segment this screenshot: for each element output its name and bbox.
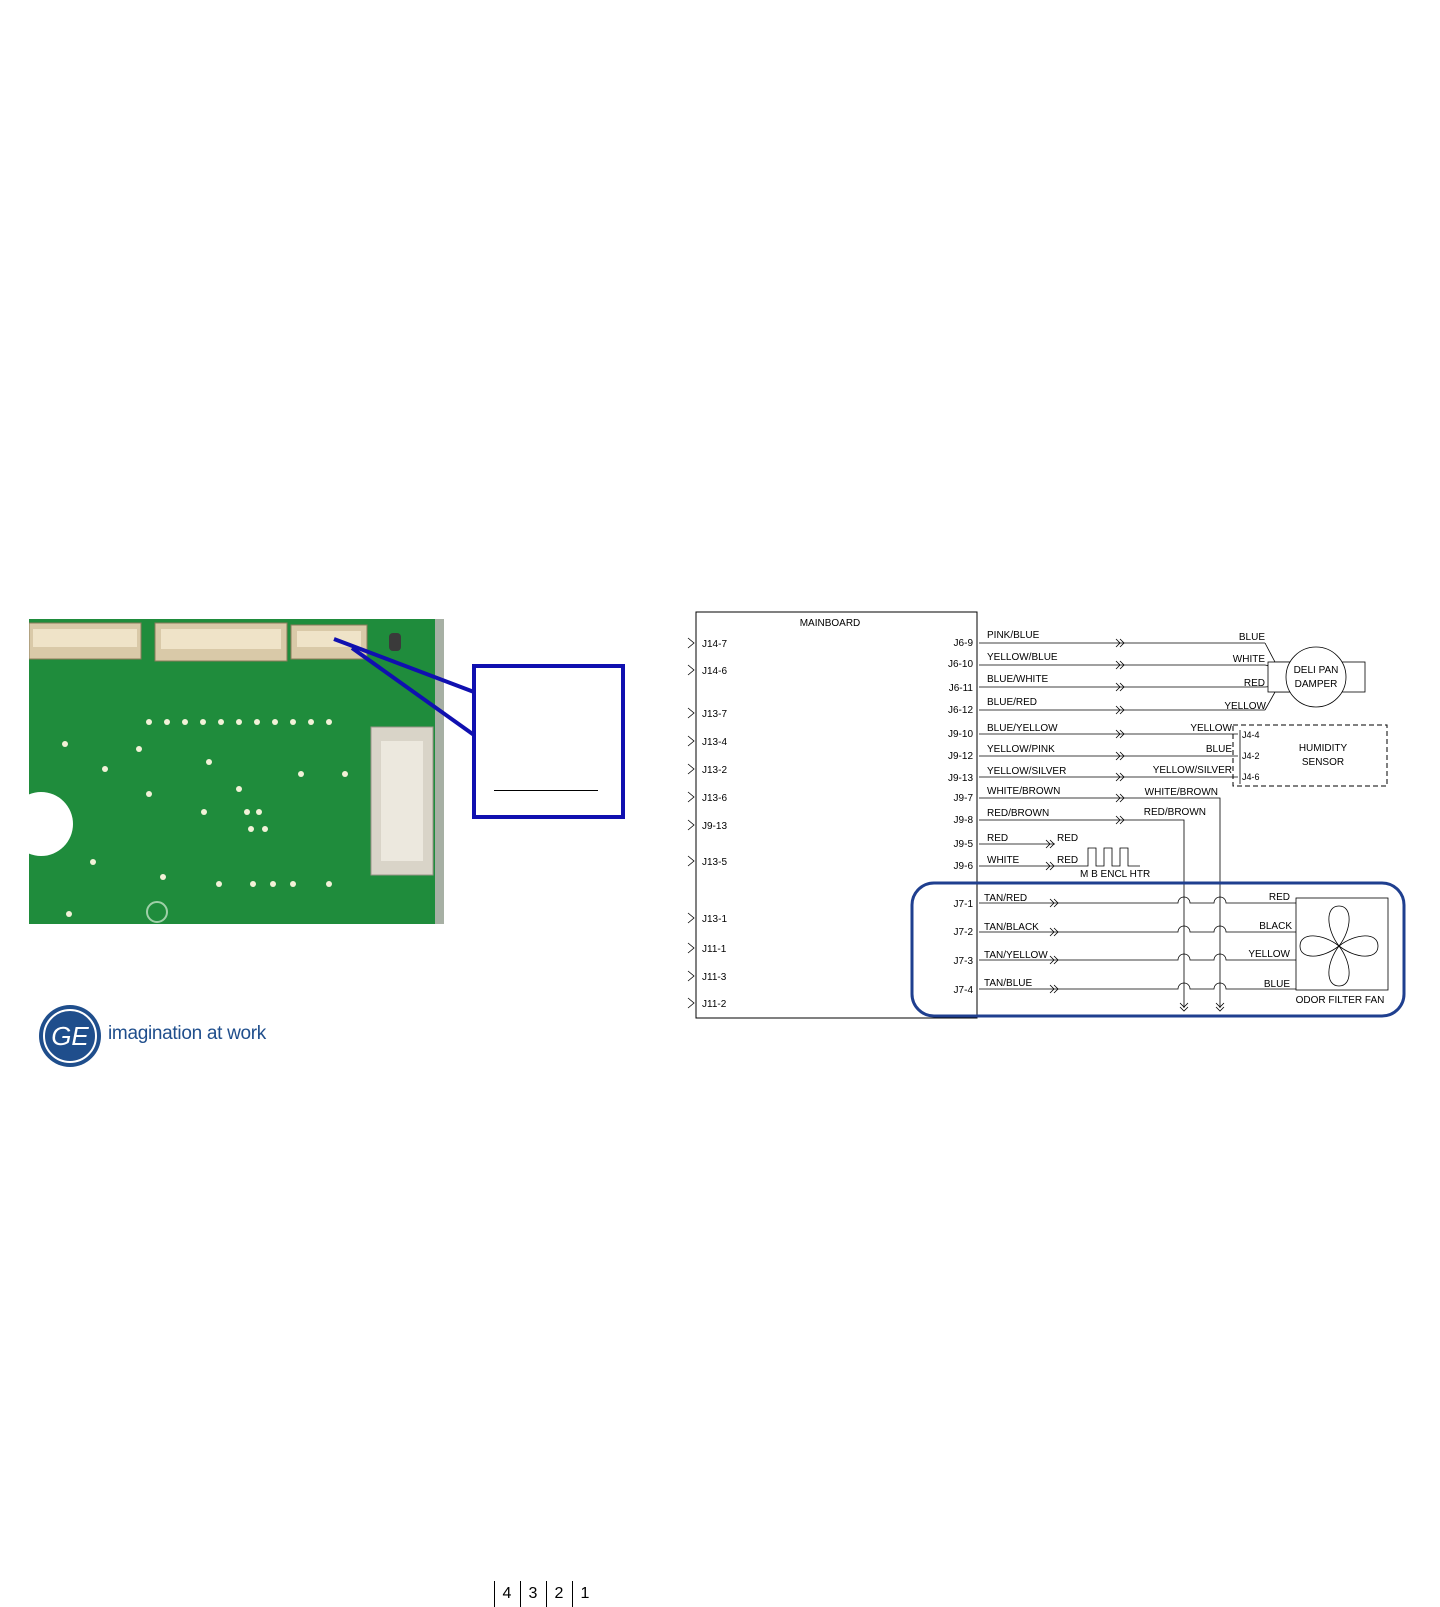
- wire-label: WHITE: [987, 855, 1020, 866]
- humidity-pin: J4-4: [1242, 730, 1260, 740]
- damper-wire-label: RED: [1244, 678, 1265, 689]
- humidity-wire-label: BLUE: [1206, 744, 1232, 755]
- wire-label: YELLOW/SILVER: [987, 766, 1066, 777]
- humidity-wire-label: YELLOW/SILVER: [1153, 765, 1232, 776]
- humidity-pin: J4-6: [1242, 772, 1260, 782]
- fan-label: ODOR FILTER FAN: [1296, 995, 1385, 1006]
- extra-wire-label: WHITE/BROWN: [1145, 787, 1218, 798]
- fan-wire-label: BLUE: [1264, 979, 1290, 990]
- left-pin: J13-1: [702, 914, 727, 925]
- fan-highlight-box: [910, 881, 1406, 1018]
- heater-wire-label: RED: [1057, 855, 1078, 866]
- top-connector-1: [29, 622, 142, 660]
- left-pin: J11-2: [702, 999, 727, 1010]
- damper-wire-label: WHITE: [1233, 654, 1266, 665]
- ge-monogram-icon: GE: [39, 1005, 101, 1067]
- top-connector-2: [154, 622, 288, 662]
- left-pin: J9-13: [702, 821, 727, 832]
- left-pin: J13-4: [702, 737, 727, 748]
- fan-wire-label: RED: [1269, 892, 1290, 903]
- wire-label: WHITE/BROWN: [987, 786, 1060, 797]
- humidity-wire-label: YELLOW: [1190, 723, 1232, 734]
- fan-wire-label: YELLOW: [1248, 949, 1290, 960]
- deli-pan-damper: [1267, 646, 1366, 708]
- right-pin: J9-8: [954, 815, 974, 826]
- left-pin: J11-1: [702, 944, 727, 955]
- svg-text:GE: GE: [51, 1021, 89, 1051]
- right-pin: J7-1: [954, 899, 974, 910]
- right-pin: J7-2: [954, 927, 974, 938]
- wire-label: TAN/YELLOW: [984, 950, 1048, 961]
- heater-label: M B ENCL HTR: [1080, 869, 1150, 880]
- ge-logo: GE imagination at work: [38, 1004, 338, 1072]
- wire-label: TAN/BLUE: [984, 978, 1032, 989]
- humidity-pin: J4-2: [1242, 751, 1260, 761]
- damper-wire-label: YELLOW: [1224, 701, 1266, 712]
- right-pin: J9-13: [948, 773, 973, 784]
- wire-label: TAN/BLACK: [984, 922, 1039, 933]
- humidity-sensor-box: [1232, 724, 1388, 787]
- wire-label: RED/BROWN: [987, 808, 1049, 819]
- wire-label: BLUE/WHITE: [987, 674, 1048, 685]
- left-pin: J13-7: [702, 709, 727, 720]
- left-pin: J14-7: [702, 639, 727, 650]
- humidity-label: HUMIDITY: [1299, 743, 1348, 754]
- pin-label: 4: [494, 1581, 519, 1607]
- connector-pin-box: 4 3 2 1: [494, 790, 598, 1607]
- right-pin: J9-10: [948, 729, 973, 740]
- fan-box: [1295, 897, 1389, 991]
- wire-label: PINK/BLUE: [987, 630, 1040, 641]
- fan-icon: [1299, 905, 1379, 987]
- side-connector: [370, 726, 434, 876]
- pin-label: 1: [572, 1581, 597, 1607]
- right-pin: J6-12: [948, 705, 973, 716]
- left-pin: J13-5: [702, 857, 727, 868]
- right-pin: J6-9: [954, 638, 974, 649]
- wire-label: BLUE/RED: [987, 697, 1037, 708]
- pin-label: 3: [520, 1581, 545, 1607]
- pin-label: 2: [546, 1581, 571, 1607]
- damper-label: DELI PAN: [1294, 665, 1339, 676]
- damper-wire-label: BLUE: [1239, 632, 1265, 643]
- wire-label: RED: [987, 833, 1008, 844]
- left-pin: J13-6: [702, 793, 727, 804]
- fan-wire-label: BLACK: [1259, 921, 1292, 932]
- right-pin: J6-11: [949, 683, 974, 694]
- right-pin: J9-5: [954, 839, 974, 850]
- right-pin: J7-3: [954, 956, 974, 967]
- damper-label: DAMPER: [1295, 679, 1338, 690]
- wire-label: TAN/RED: [984, 893, 1027, 904]
- right-pin: J9-7: [954, 793, 974, 804]
- left-pin: J13-2: [702, 765, 727, 776]
- pcb-board-image: [29, 619, 444, 924]
- left-pin: J11-3: [702, 972, 727, 983]
- wire-label: YELLOW/PINK: [987, 744, 1055, 755]
- right-pin: J9-12: [948, 751, 973, 762]
- extra-wire-label: RED/BROWN: [1144, 807, 1206, 818]
- mainboard-title: MAINBOARD: [800, 618, 861, 629]
- pcb-photo: [29, 619, 444, 924]
- wiring-schematic: MAINBOARD J14-7 J14-6 J13-7 J13-4 J13-2 …: [687, 611, 1406, 1019]
- left-pin: J14-6: [702, 666, 727, 677]
- top-connector-3: [290, 624, 368, 660]
- wire-label: YELLOW/BLUE: [987, 652, 1058, 663]
- right-pin: J9-6: [954, 861, 974, 872]
- right-pin: J6-10: [948, 659, 973, 670]
- mainboard-box: [695, 611, 978, 1019]
- logo-tagline: imagination at work: [108, 1023, 266, 1044]
- humidity-label: SENSOR: [1302, 757, 1344, 768]
- wire-label: BLUE/YELLOW: [987, 723, 1058, 734]
- heater-wire-label: RED: [1057, 833, 1078, 844]
- right-pin: J7-4: [954, 985, 974, 996]
